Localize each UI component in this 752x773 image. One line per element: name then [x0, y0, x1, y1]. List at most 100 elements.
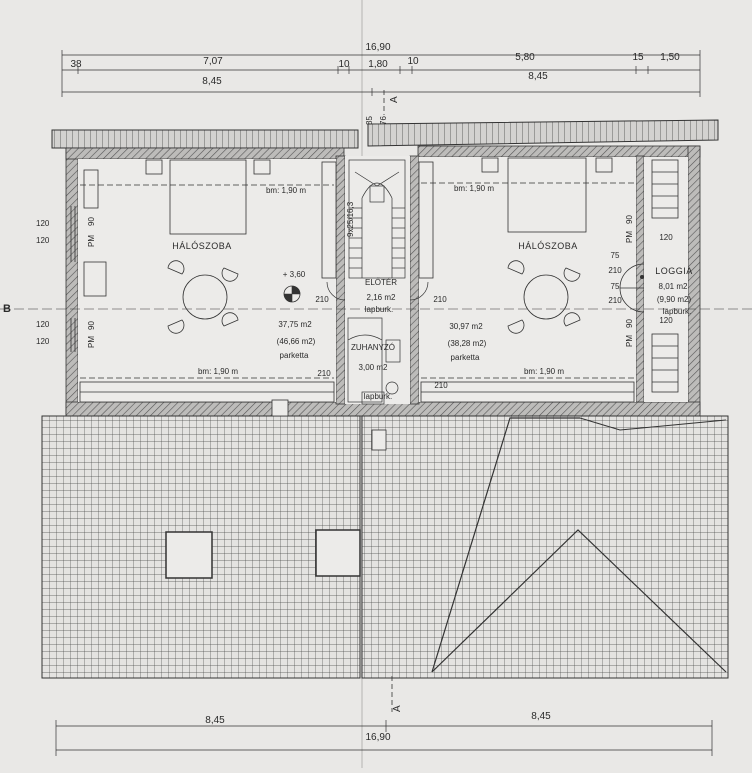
left-bedroom-bm-top: bm: 1,90 m	[266, 186, 306, 195]
right-bedroom	[418, 157, 635, 403]
stair-note: 9x25/16,3	[346, 201, 355, 237]
loggia-pm-bottom: PM	[625, 335, 634, 347]
section-marker-a-top: A	[389, 96, 400, 103]
section-marker-a-bottom: A	[392, 705, 403, 712]
left-window-bottom-120a: 120	[36, 320, 50, 329]
hall-name: ELŐTÉR	[365, 278, 397, 287]
right-bedroom-gross: (38,28 m2)	[448, 339, 487, 348]
right-bedroom-floor	[419, 157, 636, 402]
loggia-floor: lapburk.	[663, 307, 691, 316]
left-window-bottom-pm: PM	[87, 336, 96, 348]
door-shower-right-210: 210	[434, 381, 448, 390]
dim-top-half-right: 8,45	[528, 71, 548, 82]
right-double-bed	[507, 157, 587, 233]
dim-top-seg-4: 1,80	[368, 59, 388, 70]
dim-top-seg-2: 7,07	[203, 56, 223, 67]
door-shower-210: 210	[317, 369, 331, 378]
section-marker-b: B	[3, 303, 11, 315]
left-bedroom-floor: parketta	[280, 351, 309, 360]
loggia-marker-dot	[640, 275, 644, 279]
left-bedroom-gross: (46,66 m2)	[277, 337, 316, 346]
left-table	[182, 274, 228, 320]
roof-window-right	[315, 529, 361, 577]
stair-core	[326, 159, 429, 405]
left-dormer-top	[83, 169, 99, 209]
left-bedroom-floor	[78, 159, 336, 402]
loggia-210a: 210	[608, 266, 622, 275]
toilet	[385, 381, 399, 395]
left-window-top-90: 90	[87, 217, 96, 226]
left-bedroom	[0, 159, 752, 403]
left-wardrobe	[321, 161, 337, 279]
shower-name: ZUHANYZÓ	[351, 343, 395, 352]
door-right-210: 210	[433, 295, 447, 304]
roof-plan	[41, 399, 729, 679]
loggia	[619, 159, 679, 393]
loggia-90-bottom: 90	[625, 319, 634, 328]
chimney-right	[371, 429, 387, 451]
dim-top-total: 16,90	[365, 42, 390, 53]
right-wardrobe	[418, 161, 434, 279]
shower-floor: lapburk.	[364, 392, 392, 401]
shower-area: 3,00 m2	[359, 363, 388, 372]
top-dimensions	[61, 50, 701, 97]
loggia-floor	[644, 157, 688, 402]
loggia-210b: 210	[608, 296, 622, 305]
dim-top-seg-8: 1,50	[660, 52, 680, 63]
roof-right	[361, 415, 729, 679]
left-window-top-120a: 120	[36, 219, 50, 228]
right-bedroom-name: HÁLÓSZOBA	[518, 241, 578, 251]
right-table	[523, 274, 569, 320]
loggia-75a: 75	[611, 251, 620, 260]
right-bedroom-area: 30,97 m2	[449, 322, 483, 331]
loggia-lounger-top	[651, 159, 679, 219]
loggia-area: 8,01 m2	[659, 282, 688, 291]
dim-bottom-half-left: 8,45	[205, 715, 225, 726]
bottom-dimensions	[55, 720, 713, 756]
left-double-bed	[169, 159, 247, 235]
loggia-gross: (9,90 m2)	[657, 295, 692, 304]
hall-floor: lapburk.	[365, 305, 393, 314]
dim-bottom-total: 16,90	[365, 732, 390, 743]
dim-top-seg-1: 38	[70, 59, 82, 70]
left-bedroom-area: 37,75 m2	[278, 320, 312, 329]
loggia-120-top: 120	[659, 233, 673, 242]
left-window-top-120b: 120	[36, 236, 50, 245]
core-floor	[345, 156, 410, 404]
right-bedroom-bm-bottom: bm: 1,90 m	[524, 367, 564, 376]
roof-window-left	[165, 531, 213, 579]
hall-area: 2,16 m2	[367, 293, 396, 302]
dim-top-seg-7: 15	[632, 52, 644, 63]
loggia-pm-top: PM	[625, 231, 634, 243]
right-bedroom-bm-top: bm: 1,90 m	[454, 184, 494, 193]
eave-band-left	[51, 129, 359, 149]
door-left-210: 210	[315, 295, 329, 304]
dim-top-seg-5: 10	[407, 56, 419, 67]
left-bedroom-bm-bottom: bm: 1,90 m	[198, 367, 238, 376]
loggia-90-top: 90	[625, 215, 634, 224]
left-bedroom-name: HÁLÓSZOBA	[172, 241, 232, 251]
dim-top-half-left: 8,45	[202, 76, 222, 87]
loggia-75b: 75	[611, 282, 620, 291]
left-window-bottom-120b: 120	[36, 337, 50, 346]
right-bedroom-floor: parketta	[451, 353, 480, 362]
loggia-120-bottom: 120	[659, 316, 673, 325]
left-dormer-mid	[83, 261, 107, 297]
shower-cubicle	[347, 317, 383, 403]
loggia-lounger-bottom	[651, 333, 679, 393]
washbasin	[385, 339, 401, 363]
left-window-top-pm: PM	[87, 235, 96, 247]
eave-band-right	[367, 119, 719, 147]
dim-small-76: 76	[379, 116, 388, 125]
loggia-name: LOGGIA	[655, 266, 693, 276]
dim-small-85: 85	[365, 116, 374, 125]
dim-top-seg-6: 5,80	[515, 52, 535, 63]
left-window-bottom-90: 90	[87, 321, 96, 330]
staircase	[348, 159, 406, 279]
level-mark-label: + 3,60	[283, 270, 306, 279]
chimney-left	[271, 399, 289, 417]
dim-top-seg-3: 10	[338, 59, 350, 70]
dim-bottom-half-right: 8,45	[531, 711, 551, 722]
